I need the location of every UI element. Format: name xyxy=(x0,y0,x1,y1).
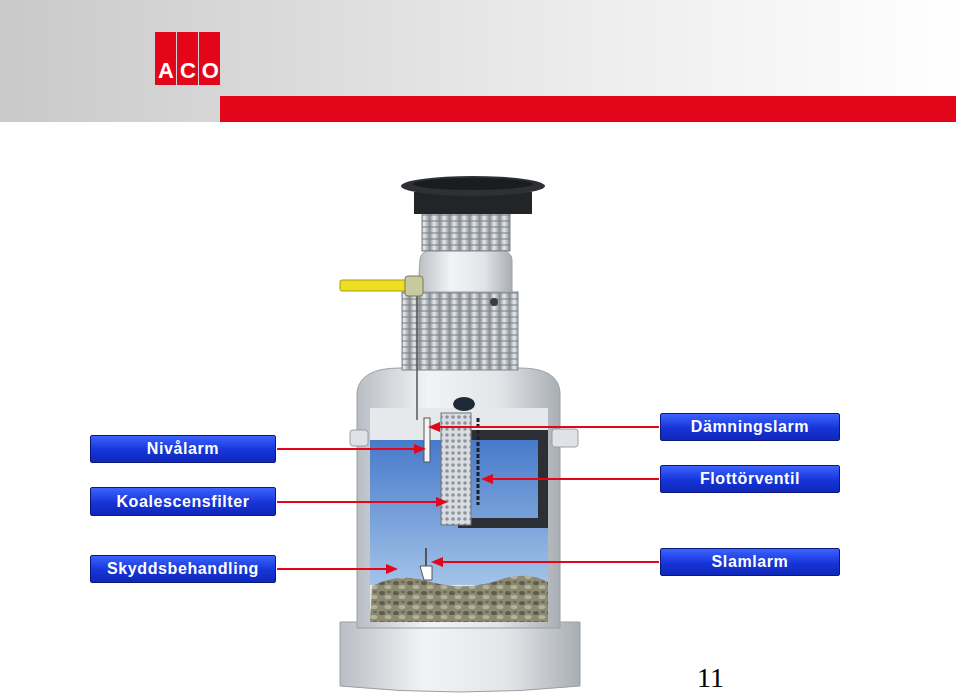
callout-box: Slamlarm xyxy=(660,548,840,576)
callout-text: Skyddsbehandling xyxy=(107,560,259,578)
callout-text: Koalescensfilter xyxy=(116,493,249,511)
callout-box: Nivålarm xyxy=(90,435,276,463)
callout-box: Dämningslarm xyxy=(660,413,840,441)
callout-text: Dämningslarm xyxy=(691,418,809,436)
callout-text: Nivålarm xyxy=(147,440,219,458)
callout-box: Flottörventil xyxy=(660,465,840,493)
callout-text: Flottörventil xyxy=(700,470,800,488)
logo-text: ACO xyxy=(158,59,225,83)
callout-text: Slamlarm xyxy=(712,553,789,571)
callout-box: Skyddsbehandling xyxy=(90,555,276,583)
callout-box: Koalescensfilter xyxy=(90,487,276,516)
page-number: 11 xyxy=(697,662,724,694)
